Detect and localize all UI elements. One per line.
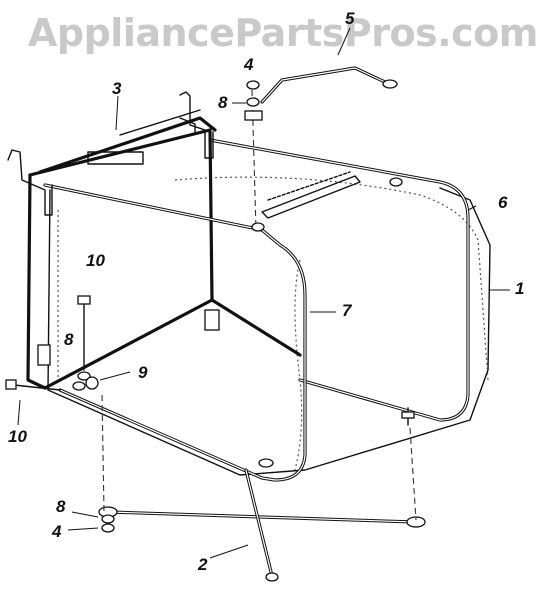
callout-7: 7 bbox=[342, 301, 353, 320]
callout-5: 5 bbox=[345, 9, 355, 28]
watermark-text: AppliancePartsPros.com bbox=[28, 11, 538, 55]
callout-9: 9 bbox=[138, 363, 148, 382]
callout-2: 2 bbox=[197, 555, 208, 574]
callout-1: 1 bbox=[515, 279, 524, 298]
part-7-front-frame bbox=[58, 228, 307, 482]
callout-labels: 5 4 8 3 6 1 7 10 8 9 10 8 4 2 bbox=[8, 9, 524, 574]
part-1-bag bbox=[47, 171, 491, 476]
callout-8-bottom: 8 bbox=[56, 497, 66, 516]
leader-lines bbox=[17, 27, 510, 559]
callout-10-left: 10 bbox=[8, 427, 27, 446]
callout-4-bottom: 4 bbox=[51, 522, 62, 541]
top-hardware-stack bbox=[244, 80, 265, 232]
left-hardware bbox=[5, 295, 105, 513]
right-hardware bbox=[401, 407, 417, 521]
callout-4-top: 4 bbox=[243, 55, 254, 74]
main-frame bbox=[26, 128, 302, 390]
part-5-link bbox=[260, 66, 398, 104]
frame-clips bbox=[37, 177, 403, 366]
callout-6: 6 bbox=[498, 193, 508, 212]
bottom-hardware-stack bbox=[101, 514, 115, 533]
callout-8-top: 8 bbox=[218, 93, 228, 112]
part-6-rear-frame bbox=[208, 138, 470, 422]
callout-8-mid: 8 bbox=[64, 330, 74, 349]
bag-vent-hatching bbox=[261, 171, 361, 219]
part-3-top-bracket bbox=[7, 91, 217, 216]
callout-10-top: 10 bbox=[86, 251, 105, 270]
part-2-cross-brace bbox=[98, 458, 426, 582]
callout-3: 3 bbox=[112, 79, 122, 98]
